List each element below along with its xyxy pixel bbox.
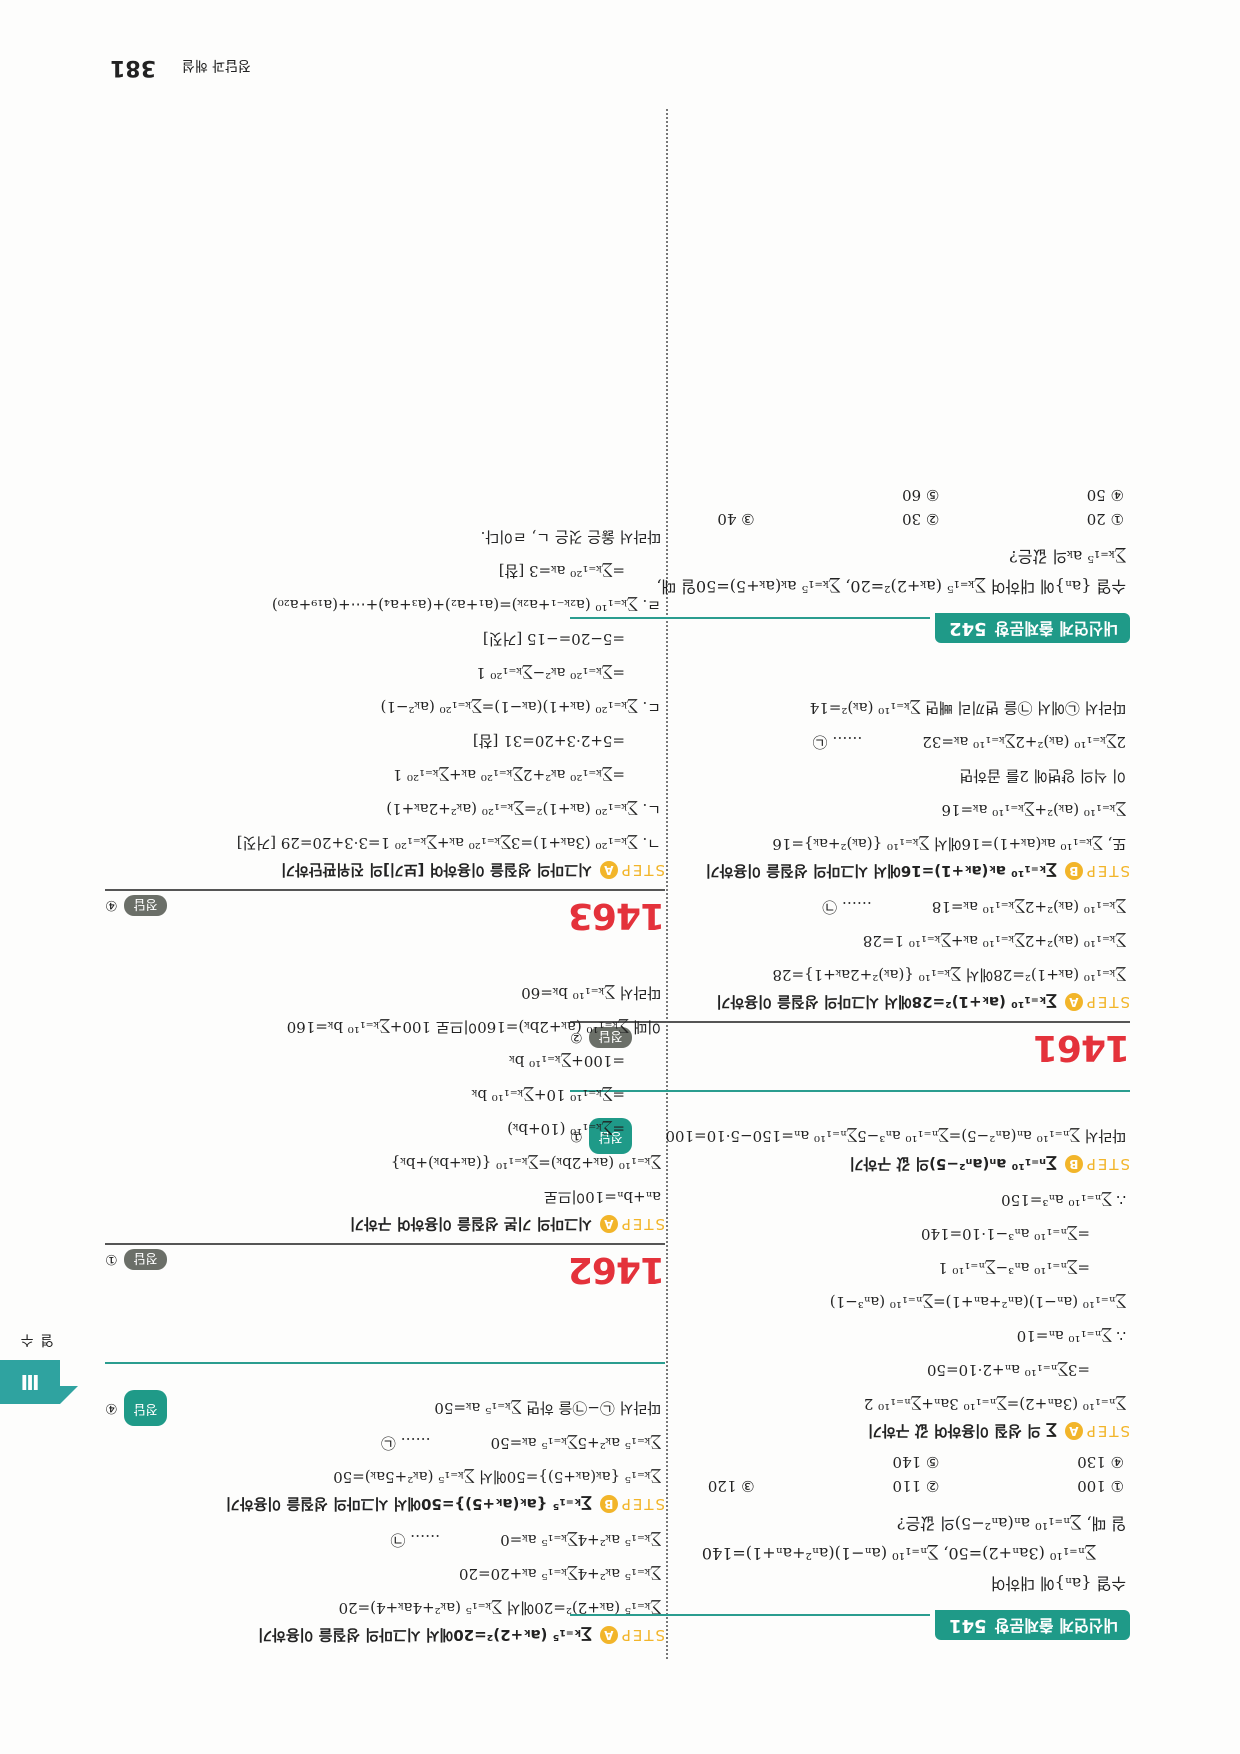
solution-line: ∑ₖ₌₁¹⁰ (aₖ+2bₖ)=∑ₖ₌₁¹⁰ {(aₖ+bₖ)+bₖ} <box>390 1154 661 1172</box>
solution-line: ∑ₖ₌₁⁵ {aₖ(aₖ+5)}=50에서 ∑ₖ₌₁⁵ (aₖ²+5aₖ)=50 <box>333 1468 661 1486</box>
choice: ② 110 <box>892 1477 940 1495</box>
final-line: 따라서 옳은 것은 ㄴ, ㄹ이다. <box>480 528 661 546</box>
choice: ① 100 <box>1077 1477 1124 1495</box>
solution-line: =100+∑ₖ₌₁¹⁰ bₖ <box>509 1052 625 1070</box>
choice: ④ 50 <box>1086 486 1124 504</box>
solution-line: =∑ₖ₌₁¹⁰ 10+∑ₖ₌₁¹⁰ bₖ <box>471 1086 625 1104</box>
solution-line: =∑ₖ₌₁²⁰ aₖ²−∑ₖ₌₁²⁰ 1 <box>476 664 625 682</box>
solution-line: ㄷ. ∑ₖ₌₁²⁰ (aₖ+1)(aₖ−1)=∑ₖ₌₁²⁰ (aₖ²−1) <box>380 698 661 716</box>
choice: ② 30 <box>902 510 940 528</box>
solution-line: 이때 ∑ₖ₌₁¹⁰ (aₖ+2bₖ)=160이므로 100+∑ₖ₌₁¹⁰ bₖ=… <box>286 1018 661 1036</box>
solution-line: aₙ+bₙ=10이므로 <box>543 1188 661 1206</box>
solution-line: ㄹ. ∑ₖ₌₁¹⁰ (a₂ₖ₋₁+a₂ₖ)=(a₁+a₂)+(a₃+a₄)+⋯+… <box>271 596 661 614</box>
chapter-label: 수열 <box>20 1334 56 1348</box>
solution-line: ∑ₖ₌₁⁵ aₖ²+4∑ₖ₌₁⁵ aₖ+20=20 <box>458 1565 661 1583</box>
solution-line: ㄱ. ∑ₖ₌₁²⁰ (3aₖ+1)=3∑ₖ₌₁²⁰ aₖ+∑ₖ₌₁²⁰ 1=3·… <box>236 834 661 852</box>
solution-line: ∑ₖ₌₁⁵ aₖ²+4∑ₖ₌₁⁵ aₖ=0…… ㉠ <box>390 1531 661 1549</box>
solution-line: ∑ₖ₌₁⁵ (aₖ+2)²=20에서 ∑ₖ₌₁⁵ (aₖ²+4aₖ+4)=20 <box>338 1599 661 1617</box>
section-title: 정답과 해설 <box>181 57 251 73</box>
choice: ④ 130 <box>1077 1453 1124 1471</box>
choice: ① 20 <box>1086 510 1124 528</box>
solution-number: 1462 <box>568 1249 665 1290</box>
solution-line: =5+2·3+20=31 [참] <box>472 732 625 750</box>
solution-line: ∑ₖ₌₁⁵ aₖ²+5∑ₖ₌₁⁵ aₖ=50…… ㉡ <box>380 1434 661 1452</box>
final-line: 따라서 ∑ₖ₌₁¹⁰ bₖ=60 <box>521 984 661 1002</box>
solution-line: =5−20=−15 [거짓] <box>482 630 625 648</box>
solution-line: =∑ₖ₌₁¹⁰ (10+bₖ) <box>507 1120 625 1138</box>
page-header: 정답과 해설 381 <box>110 55 251 80</box>
choice: ⑤ 140 <box>892 1453 940 1471</box>
choice: ⑤ 60 <box>902 486 940 504</box>
chapter-roman-numeral: Ⅲ <box>0 1360 60 1404</box>
solution-number: 1463 <box>568 895 665 936</box>
exam-badge: 내신연계 출제문항541 <box>935 1610 1130 1640</box>
section-separator <box>105 1362 665 1364</box>
solution-line: =∑ₖ₌₁²⁰ aₖ=3 [참] <box>498 562 625 580</box>
solution-line: =∑ₖ₌₁²⁰ aₖ²+2∑ₖ₌₁²⁰ aₖ+∑ₖ₌₁²⁰ 1 <box>392 766 625 784</box>
exam-badge: 내신연계 출제문항542 <box>935 613 1130 643</box>
page-number: 381 <box>110 55 156 80</box>
solution-line: ㄴ. ∑ₖ₌₁²⁰ (aₖ+1)²=∑ₖ₌₁²⁰ (aₖ²+2aₖ+1) <box>386 800 661 818</box>
solution-number: 1461 <box>1033 1027 1130 1068</box>
